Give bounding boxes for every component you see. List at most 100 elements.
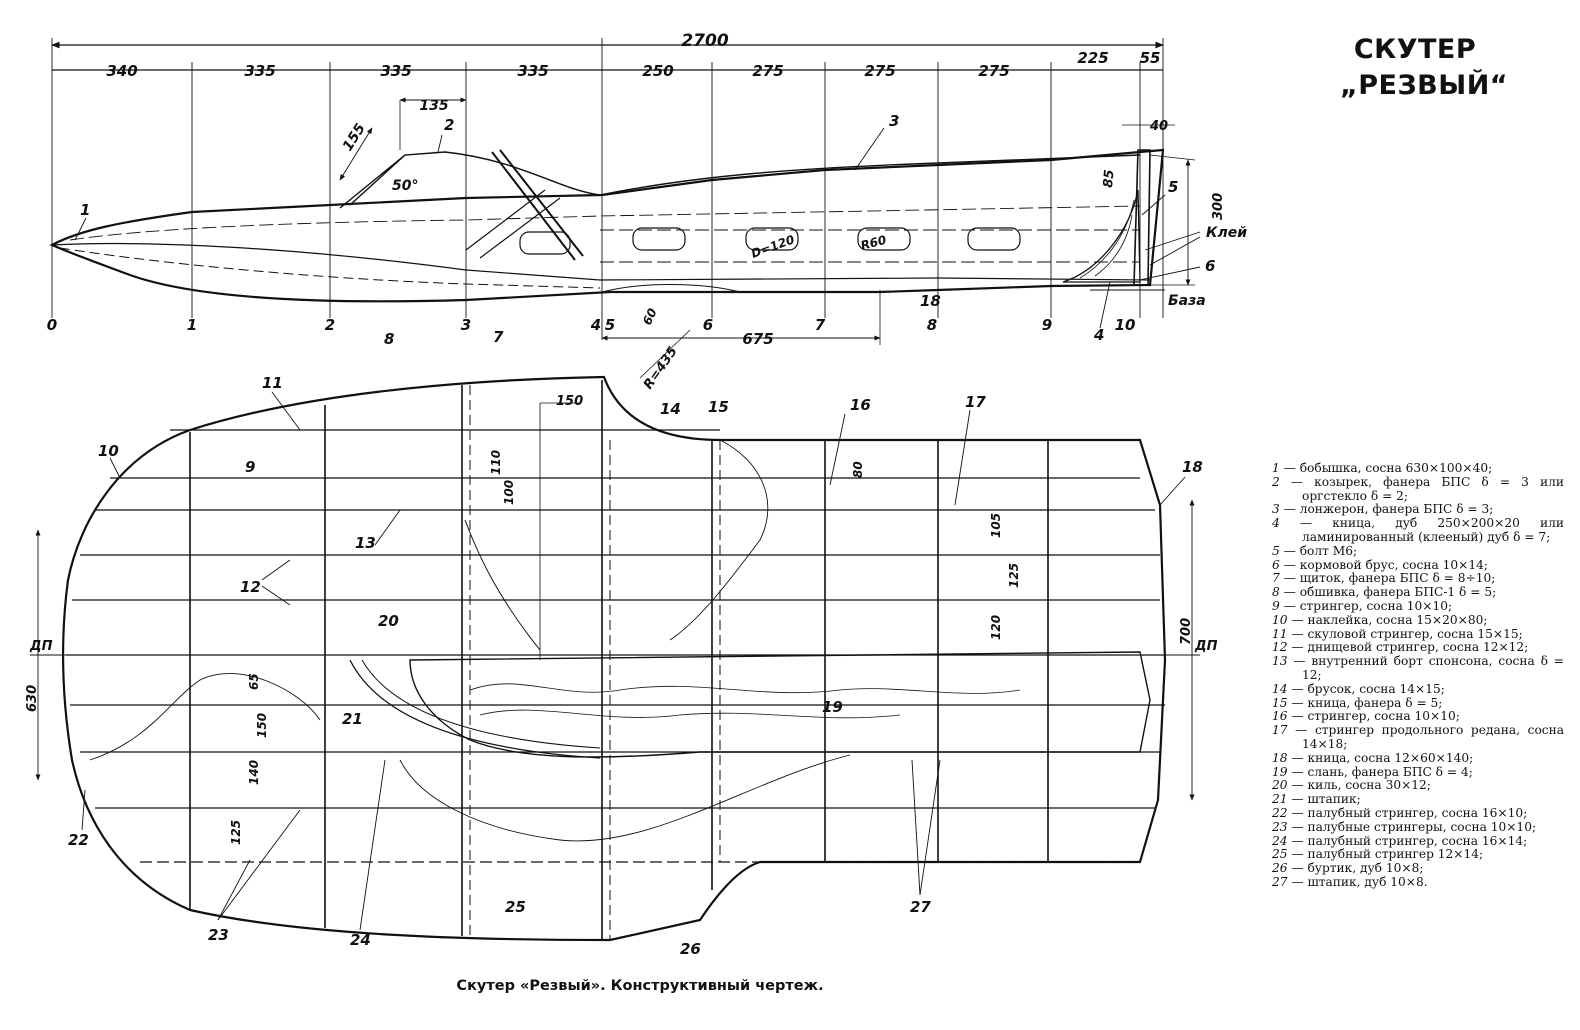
svg-text:120: 120 [989,615,1003,640]
side-callouts: 1 2 3 4 5 6 7 8 18 [80,112,1215,348]
sponson-inner [464,519,541,651]
lightening-hole [967,227,1021,251]
legend-item: 20 — киль, сосна 30×12; [1272,778,1431,793]
svg-text:14: 14 [660,400,681,418]
figure-caption: Скутер «Резвый». Конструктивный чертеж. [456,978,824,994]
plan-outline [61,375,1167,942]
legend-item: 27 — штапик, дуб 10×8. [1272,874,1428,889]
svg-text:24: 24 [350,931,371,949]
svg-text:10: 10 [98,442,119,460]
svg-text:D=120: D=120 [749,232,796,261]
frame-number-labels: 0 1 2 3 4 5 6 7 8 9 10 [47,316,1136,334]
svg-text:275: 275 [978,62,1009,80]
svg-text:18: 18 [1182,458,1203,476]
plan-leaders [81,391,1186,931]
svg-text:17: 17 [965,393,986,411]
dp-label-right: ДП [1194,639,1218,654]
svg-text:1: 1 [187,316,197,334]
svg-text:16: 16 [850,396,871,414]
glue-label: Клей [1206,225,1247,241]
svg-text:19: 19 [822,698,843,716]
legend-item: 11 — скуловой стрингер, сосна 15×15; [1272,626,1523,641]
legend-item: 12 — днищевой стрингер, сосна 12×12; [1272,640,1529,655]
plan-view [30,329,1200,942]
svg-text:8: 8 [927,316,937,334]
svg-text:125: 125 [229,820,243,845]
visor [349,154,406,206]
svg-text:675: 675 [742,330,773,348]
overall-length-label: 2700 [681,31,728,51]
svg-text:335: 335 [244,62,275,80]
legend-item: 9 — стрингер, сосна 10×10; [1272,598,1453,613]
svg-text:150: 150 [255,713,269,738]
svg-text:4: 4 [590,316,601,334]
svg-text:10: 10 [1115,316,1136,334]
svg-text:7: 7 [815,316,826,334]
hull-outline [49,148,1165,303]
shield-brace [465,189,561,259]
svg-text:105: 105 [989,513,1003,538]
svg-text:150: 150 [556,394,583,409]
svg-text:27: 27 [910,898,931,916]
svg-text:22: 22 [68,831,89,849]
svg-text:R60: R60 [859,233,888,253]
svg-text:300: 300 [1211,193,1226,220]
svg-text:9: 9 [1042,316,1052,334]
svg-text:26: 26 [680,940,701,958]
svg-text:155: 155 [340,121,369,154]
legend-item: 4 — кница, дуб 250×200×20 или ламинирова… [1272,516,1565,544]
svg-text:2: 2 [325,316,335,334]
svg-text:6: 6 [703,316,713,334]
svg-text:60: 60 [640,306,660,327]
svg-text:275: 275 [752,62,783,80]
stringer-line [69,205,1141,241]
floorboard [409,651,1151,758]
keel-line [51,242,1151,281]
svg-text:4: 4 [1093,326,1104,344]
drawing-title: СКУТЕР „РЕЗВЫЙ“ [1340,32,1508,104]
title-line-1: СКУТЕР [1353,34,1477,65]
svg-text:2: 2 [444,116,454,134]
svg-text:40: 40 [1149,119,1168,134]
legend-item: 10 — наклейка, сосна 15×20×80; [1272,612,1488,627]
svg-text:8: 8 [384,330,394,348]
svg-text:100: 100 [502,480,516,505]
parts-legend: 1 — бобышка, сосна 630×100×40; 2 — козыр… [1272,461,1565,890]
svg-text:R=435: R=435 [641,344,681,392]
longeron [339,151,1141,209]
legend-item: 6 — кормовой брус, сосна 10×14; [1272,557,1488,572]
legend-item: 19 — слань, фанера БПС δ = 4; [1272,764,1473,779]
plan-station-lines [189,380,1049,940]
svg-text:140: 140 [247,760,261,785]
svg-text:5: 5 [605,316,615,334]
legend-item: 8 — обшивка, фанера БПС-1 δ = 5; [1272,585,1497,600]
svg-text:135: 135 [419,98,448,114]
legend-item: 15 — кница, фанера δ = 5; [1272,695,1443,710]
lightening-hole [519,231,571,255]
legend-item: 21 — штапик; [1272,792,1361,807]
svg-text:13: 13 [355,534,376,552]
stern-knee [1062,189,1141,283]
svg-text:18: 18 [920,292,941,310]
legend-item: 26 — буртик, дуб 10×8; [1272,861,1424,876]
plan-stringers [66,429,1165,863]
svg-text:630: 630 [25,685,40,712]
chine-line [59,247,601,289]
svg-text:9: 9 [245,458,255,476]
svg-text:85: 85 [1101,169,1118,188]
svg-text:21: 21 [342,710,363,728]
svg-text:55: 55 [1140,49,1161,67]
legend-item: 13 — внутренний борт спонсона, сосна δ =… [1272,654,1564,682]
svg-text:1: 1 [80,201,90,219]
legend-item: 1 — бобышка, сосна 630×100×40; [1272,461,1493,475]
shield [491,149,584,261]
transom [1133,149,1151,286]
side-view [49,38,1196,345]
legend-item: 17 — стрингер продольного редана, сосна … [1272,723,1564,751]
svg-text:340: 340 [106,62,137,80]
svg-text:65: 65 [247,673,261,690]
svg-text:25: 25 [505,898,526,916]
base-label: База [1168,293,1206,309]
legend-item: 7 — щиток, фанера БПС δ = 8÷10; [1272,571,1496,586]
